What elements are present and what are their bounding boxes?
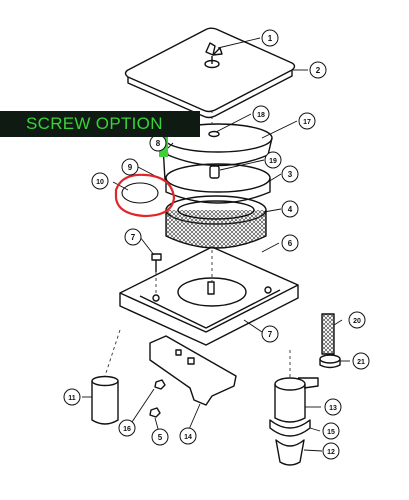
part-bracket — [149, 335, 237, 406]
part-cylinder — [91, 375, 119, 425]
callout-circle — [261, 29, 279, 47]
callout-circle — [118, 419, 136, 437]
callout-label: 8 — [156, 139, 161, 148]
part-ring — [165, 163, 271, 204]
callout-label: 1 — [268, 34, 273, 43]
part-tube — [321, 313, 335, 355]
callout-label: 7 — [268, 330, 273, 339]
part-wing-nut — [205, 42, 223, 64]
callout-21: 21 — [352, 352, 370, 370]
callout-circle — [121, 158, 139, 176]
callout-circle — [264, 151, 282, 169]
callout-circle — [252, 105, 270, 123]
callout-20: 20 — [348, 311, 366, 329]
callout-label: 20 — [353, 318, 361, 325]
callout-circle — [151, 428, 169, 446]
callout-circle — [91, 172, 109, 190]
callout-label: 3 — [288, 170, 293, 179]
callout-5: 5 — [151, 428, 169, 446]
callout-19: 19 — [264, 151, 282, 169]
callout-label: 6 — [288, 239, 293, 248]
callout-10: 10 — [91, 172, 109, 190]
part-base-housing — [119, 246, 299, 346]
callout-9: 9 — [121, 158, 139, 176]
callout-4: 4 — [281, 200, 299, 218]
callout-circle — [348, 311, 366, 329]
alignment-line — [104, 329, 121, 377]
callout-8: 8 — [149, 134, 167, 152]
callout-circle — [63, 388, 81, 406]
callout-14: 14 — [179, 427, 197, 445]
callout-label: 18 — [257, 112, 265, 119]
callout-label: 9 — [128, 163, 133, 172]
callout-circle — [281, 165, 299, 183]
callout-circle — [322, 442, 340, 460]
part-filter-element — [165, 195, 267, 249]
callout-2: 2 — [309, 61, 327, 79]
callout-6: 6 — [281, 234, 299, 252]
callout-16: 16 — [118, 419, 136, 437]
callout-label: 13 — [329, 405, 337, 412]
callout-label: 11 — [68, 395, 76, 402]
part-nuts — [149, 379, 166, 418]
part-bolt — [151, 253, 162, 272]
callout-circle — [124, 228, 142, 246]
callout-label: 19 — [269, 158, 277, 165]
callout-circle — [309, 61, 327, 79]
callout-label: 7 — [131, 233, 136, 242]
callout-label: 12 — [327, 449, 335, 456]
callout-13: 13 — [324, 398, 342, 416]
callout-circle — [352, 352, 370, 370]
callout-1: 1 — [261, 29, 279, 47]
callout-label: 21 — [357, 359, 365, 366]
screw-option-banner: SCREW OPTION — [0, 111, 200, 137]
callout-12: 12 — [322, 442, 340, 460]
callout-circle — [324, 398, 342, 416]
callout-label: 10 — [96, 179, 104, 186]
part-clamp — [319, 354, 341, 369]
callout-label: 17 — [303, 119, 311, 126]
callout-label: 15 — [327, 429, 335, 436]
callout-label: 4 — [288, 205, 293, 214]
callout-label: 16 — [123, 426, 131, 433]
callout-circle — [261, 325, 279, 343]
callout-7b: 7 — [261, 325, 279, 343]
callout-label: 14 — [184, 434, 192, 441]
callout-17: 17 — [298, 112, 316, 130]
highlight-circle — [114, 173, 176, 218]
callout-15: 15 — [322, 422, 340, 440]
callout-11: 11 — [63, 388, 81, 406]
callout-circle — [281, 234, 299, 252]
callout-circle — [179, 427, 197, 445]
callout-7a: 7 — [124, 228, 142, 246]
callout-circle — [322, 422, 340, 440]
callout-circle — [281, 200, 299, 218]
callout-label: 2 — [316, 66, 321, 75]
part-pump — [269, 377, 319, 466]
callout-18: 18 — [252, 105, 270, 123]
callout-circle — [298, 112, 316, 130]
callout-3: 3 — [281, 165, 299, 183]
callout-label: 5 — [158, 433, 163, 442]
